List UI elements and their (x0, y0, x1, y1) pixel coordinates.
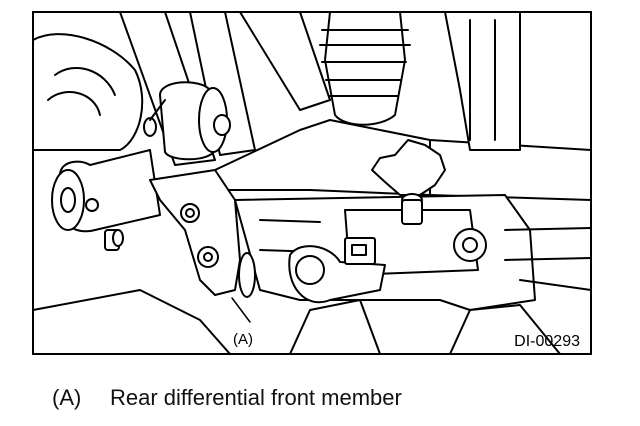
drive-shaft (51, 149, 161, 251)
callout-label-a: (A) (233, 331, 253, 348)
lever-arm (288, 237, 386, 304)
upper-boot (319, 12, 521, 151)
legend-text: Rear differential front member (110, 385, 402, 410)
callout-leader (231, 297, 251, 323)
star-knob (371, 139, 446, 225)
legend-key: (A) (52, 385, 82, 410)
legend-row: (A) Rear differential front member (52, 385, 402, 411)
tire-illustration (33, 33, 144, 151)
figure-code: DI-00293 (514, 333, 580, 350)
lower-structure (33, 279, 591, 354)
bushing-mount (143, 81, 231, 161)
front-member-bracket (149, 169, 256, 298)
